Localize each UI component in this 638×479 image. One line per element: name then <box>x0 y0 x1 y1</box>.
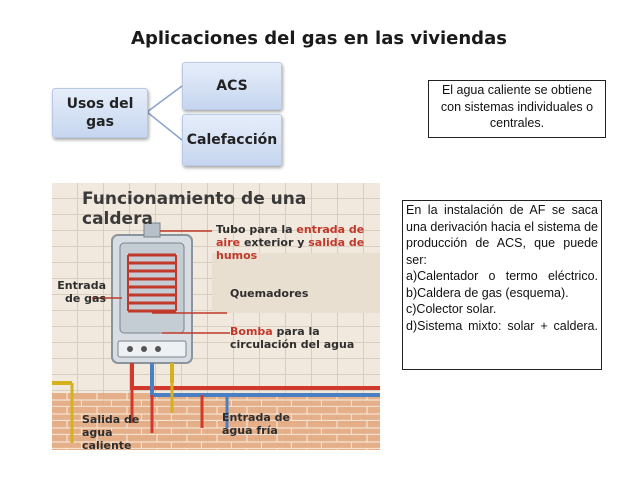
branch-node-label: Calefacción <box>186 132 278 148</box>
root-node-usos-del-gas: Usos del gas <box>52 88 148 138</box>
note-item: d)Sistema mixto: solar + caldera. <box>406 318 598 333</box>
note-item: a)Calentador o termo eléctrico. <box>406 269 598 283</box>
label-quemadores: Quemadores <box>230 287 309 300</box>
boiler-illustration: Funcionamiento de una caldera Tubo para … <box>52 183 380 450</box>
label-tubo-highlight: salida de humos <box>216 236 365 262</box>
label-tubo-text: Tubo para la <box>216 223 297 236</box>
gas-pipe <box>52 363 174 385</box>
note-item: c)Colector solar. <box>406 302 497 316</box>
figure-heading: Funcionamiento de una caldera <box>82 189 307 229</box>
note-instalacion-af: En la instalación de AF se saca una deri… <box>402 200 602 370</box>
label-tubo: Tubo para la entrada de aire exterior y … <box>216 223 380 262</box>
note-item: b)Caldera de gas (esquema). <box>406 285 569 300</box>
label-entrada-gas: Entrada de gas <box>57 279 106 305</box>
label-bomba: Bomba para la circulación del agua <box>230 325 380 351</box>
label-bomba-text: para la circulación del agua <box>230 325 355 351</box>
branch-node-label: ACS <box>216 78 248 94</box>
branch-node-calefaccion: Calefacción <box>182 114 282 166</box>
label-tubo-text: exterior y <box>243 236 309 249</box>
note-intro: En la instalación de AF se saca una deri… <box>406 203 598 267</box>
root-node-label: Usos del gas <box>66 96 134 130</box>
label-bomba-highlight: Bomba <box>230 325 273 338</box>
label-entrada-agua: Entrada de agua fría <box>222 411 290 437</box>
branch-node-acs: ACS <box>182 62 282 110</box>
label-salida-agua: Salida de agua caliente <box>82 413 140 450</box>
label-tubo-highlight: entrada de aire <box>216 223 365 249</box>
heat-exchanger-coil <box>128 253 176 313</box>
connector-acs <box>146 85 183 113</box>
page-title: Aplicaciones del gas en las viviendas <box>131 28 507 49</box>
note-agua-caliente: El agua caliente se obtiene con sistemas… <box>428 80 606 138</box>
connector-calefaccion <box>146 111 183 141</box>
boiler-drawing <box>52 183 380 450</box>
